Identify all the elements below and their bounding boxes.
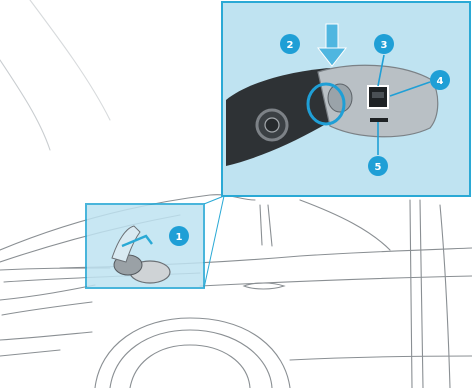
svg-text:5: 5 (375, 162, 382, 173)
connector-lines (204, 196, 224, 288)
svg-text:4: 4 (437, 76, 444, 87)
release-tab (370, 118, 388, 122)
callout-2: 2 (280, 34, 300, 54)
svg-text:3: 3 (381, 40, 388, 51)
svg-text:2: 2 (287, 40, 294, 51)
fuel-flap-highlight (86, 204, 204, 288)
callout-5: 5 (368, 156, 388, 176)
callout-3: 3 (374, 34, 394, 54)
detail-inset (222, 2, 470, 196)
svg-text:1: 1 (176, 232, 183, 243)
callout-1: 1 (169, 226, 189, 246)
callout-4: 4 (430, 70, 450, 90)
